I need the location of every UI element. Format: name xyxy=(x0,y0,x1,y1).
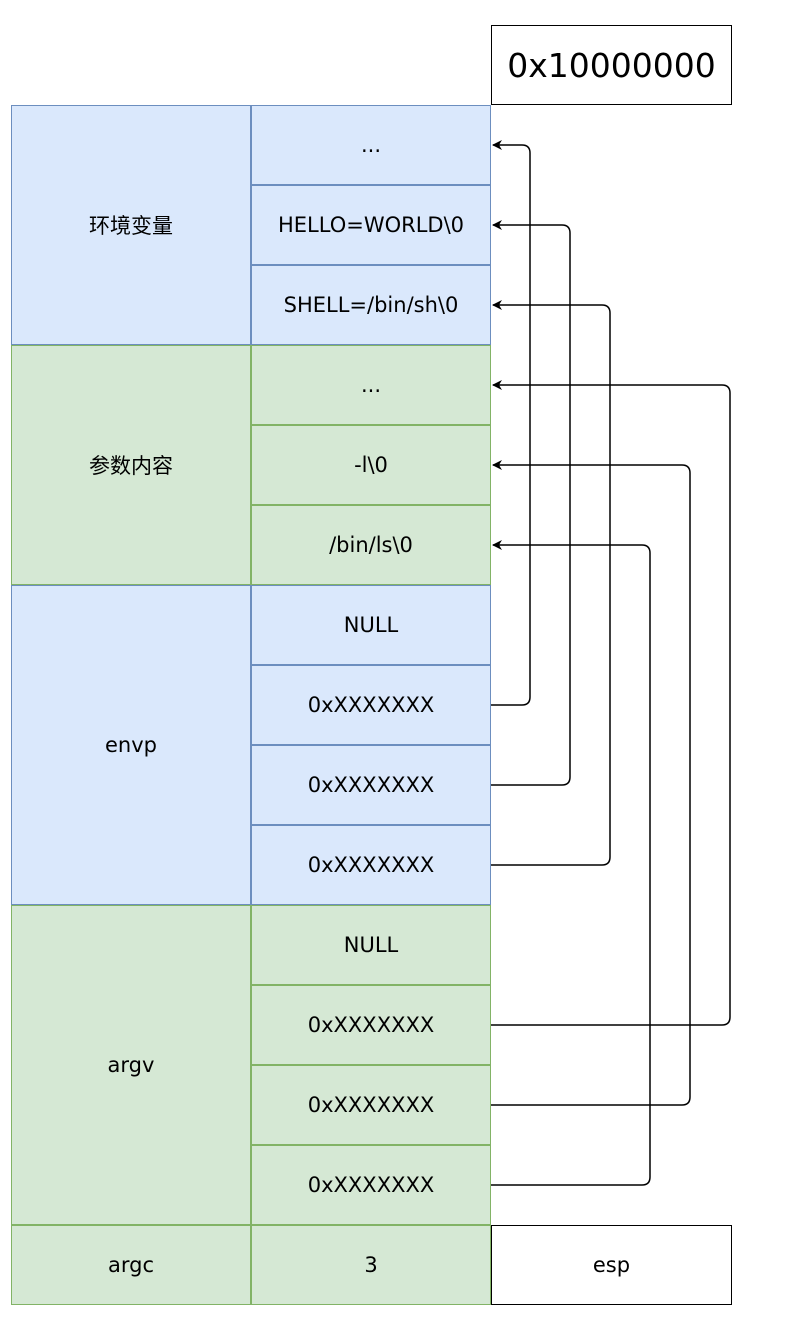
stack-cell: 0xXXXXXXX xyxy=(251,1065,491,1145)
stack-cell: 0xXXXXXXX xyxy=(251,1145,491,1225)
stack-cell: 3 xyxy=(251,1225,491,1305)
section-label-3: argv xyxy=(11,905,251,1225)
section-label-4: argc xyxy=(11,1225,251,1305)
stack-cell: ... xyxy=(251,105,491,185)
pointer-arrow xyxy=(491,540,651,1186)
stack-cell: /bin/ls\0 xyxy=(251,505,491,585)
pointer-arrow xyxy=(491,300,611,866)
stack-cell: NULL xyxy=(251,585,491,665)
stack-cell: ... xyxy=(251,345,491,425)
section-label-1: 参数内容 xyxy=(11,345,251,585)
stack-cell: HELLO=WORLD\0 xyxy=(251,185,491,265)
stack-cell: 0xXXXXXXX xyxy=(251,665,491,745)
pointer-arrow xyxy=(491,380,731,1026)
top-address-box: 0x10000000 xyxy=(491,25,732,105)
pointer-arrow xyxy=(491,140,531,706)
esp-label: esp xyxy=(592,1253,631,1277)
section-label-2: envp xyxy=(11,585,251,905)
pointer-arrow xyxy=(491,220,571,786)
top-address-label: 0x10000000 xyxy=(507,45,716,85)
section-label-0: 环境变量 xyxy=(11,105,251,345)
stack-cell: 0xXXXXXXX xyxy=(251,825,491,905)
stack-cell: SHELL=/bin/sh\0 xyxy=(251,265,491,345)
stack-cell: 0xXXXXXXX xyxy=(251,985,491,1065)
esp-box: esp xyxy=(491,1225,732,1305)
pointer-arrow xyxy=(491,460,691,1106)
stack-cell: NULL xyxy=(251,905,491,985)
stack-cell: -l\0 xyxy=(251,425,491,505)
stack-cell: 0xXXXXXXX xyxy=(251,745,491,825)
